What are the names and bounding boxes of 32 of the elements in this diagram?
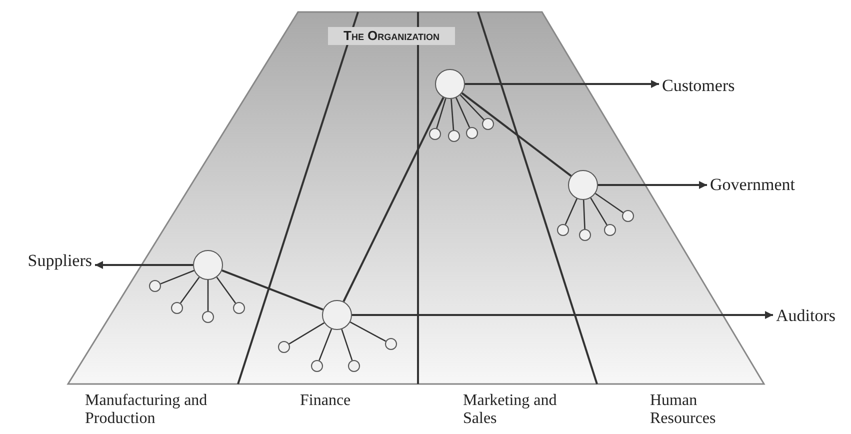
stakeholder-label: Customers bbox=[662, 76, 746, 96]
department-label: Manufacturing and Production bbox=[85, 392, 208, 428]
connector-line bbox=[180, 276, 200, 304]
connector-line bbox=[350, 322, 386, 342]
arrow bbox=[465, 80, 659, 88]
stakeholder-label: Government bbox=[710, 175, 810, 195]
stakeholder-label: Suppliers bbox=[10, 251, 92, 271]
connector-line bbox=[564, 198, 578, 225]
arrow bbox=[352, 311, 773, 319]
connector-line bbox=[342, 97, 444, 302]
connector-line bbox=[595, 192, 624, 214]
connector-line bbox=[216, 276, 236, 304]
connector-line bbox=[582, 200, 586, 230]
connector-line bbox=[160, 270, 194, 284]
arrow bbox=[598, 181, 707, 189]
arrow bbox=[95, 261, 193, 269]
connector-line bbox=[460, 94, 484, 120]
connector-line bbox=[341, 329, 353, 360]
connector-line bbox=[318, 328, 332, 361]
connector-line bbox=[207, 280, 209, 311]
connector-line bbox=[288, 322, 325, 344]
title: The Organization bbox=[328, 27, 455, 45]
connector-line bbox=[436, 98, 446, 128]
connector-line bbox=[456, 97, 470, 128]
stakeholder-label: Auditors bbox=[776, 306, 846, 326]
connector-line bbox=[450, 98, 454, 130]
connector-line bbox=[461, 92, 572, 177]
connector-line bbox=[590, 198, 608, 226]
department-label: Finance bbox=[300, 392, 352, 410]
department-label: Human Resources bbox=[650, 392, 717, 428]
connector-line bbox=[222, 269, 324, 311]
department-label: Marketing and Sales bbox=[463, 392, 558, 428]
